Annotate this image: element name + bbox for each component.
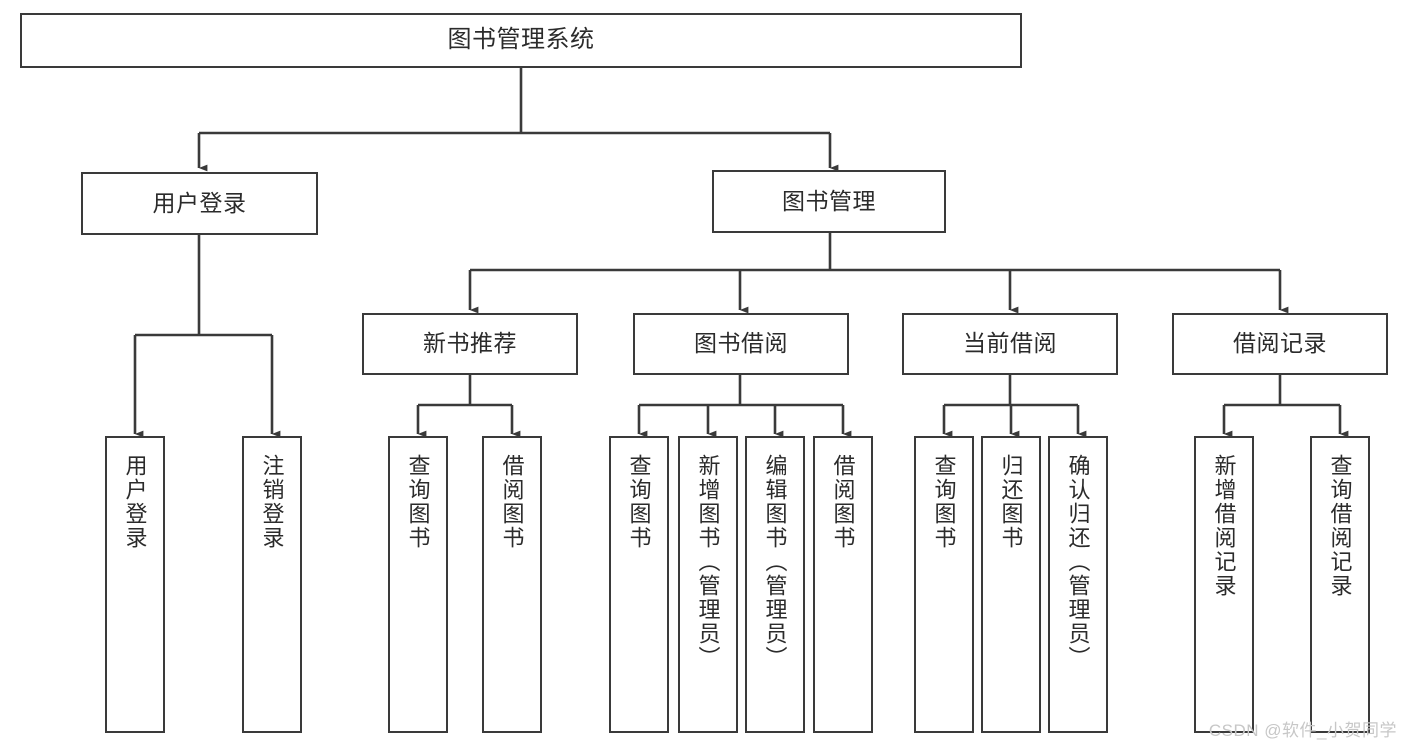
node-borrow-record-label: 借阅记录: [1233, 330, 1327, 357]
leaf-book-borrow-0[interactable]: 查询图书: [609, 436, 669, 733]
node-current-borrow[interactable]: 当前借阅: [902, 313, 1118, 375]
node-new-book-recommend[interactable]: 新书推荐: [362, 313, 578, 375]
leaf-book-borrow-2[interactable]: 编辑图书（管理员）: [745, 436, 805, 733]
node-current-borrow-label: 当前借阅: [963, 330, 1057, 357]
leaf-label: 查询借阅记录: [1327, 454, 1353, 598]
leaf-label: 用户登录: [122, 454, 148, 550]
leaf-book-borrow-3[interactable]: 借阅图书: [813, 436, 873, 733]
leaf-label: 新增借阅记录: [1211, 454, 1237, 598]
node-book-manage-label: 图书管理: [782, 187, 876, 214]
node-new-book-recommend-label: 新书推荐: [423, 330, 517, 357]
leaf-new-book-rec-0[interactable]: 查询图书: [388, 436, 448, 733]
leaf-label: 查询图书: [626, 454, 652, 550]
node-user-login-label: 用户登录: [152, 189, 247, 216]
node-book-borrow[interactable]: 图书借阅: [633, 313, 849, 375]
leaf-current-borrow-0[interactable]: 查询图书: [914, 436, 974, 733]
leaf-current-borrow-1[interactable]: 归还图书: [981, 436, 1041, 733]
leaf-label: 借阅图书: [830, 454, 856, 550]
node-book-manage[interactable]: 图书管理: [712, 170, 946, 233]
leaf-new-book-rec-1[interactable]: 借阅图书: [482, 436, 542, 733]
leaf-borrow-record-1[interactable]: 查询借阅记录: [1310, 436, 1370, 733]
leaf-borrow-record-0[interactable]: 新增借阅记录: [1194, 436, 1254, 733]
leaf-current-borrow-2[interactable]: 确认归还（管理员）: [1048, 436, 1108, 733]
leaf-label: 查询图书: [405, 454, 431, 550]
leaf-label: 编辑图书（管理员）: [762, 454, 788, 670]
node-borrow-record[interactable]: 借阅记录: [1172, 313, 1388, 375]
leaf-label: 查询图书: [931, 454, 957, 550]
leaf-label: 新增图书（管理员）: [695, 454, 721, 670]
leaf-label: 借阅图书: [499, 454, 525, 550]
leaf-book-borrow-1[interactable]: 新增图书（管理员）: [678, 436, 738, 733]
node-book-borrow-label: 图书借阅: [694, 330, 788, 357]
node-root-label: 图书管理系统: [447, 26, 595, 54]
node-root[interactable]: 图书管理系统: [20, 13, 1022, 68]
watermark: CSDN @软件_小贺同学: [1208, 721, 1397, 740]
leaf-label: 确认归还（管理员）: [1065, 454, 1091, 670]
leaf-label: 注销登录: [259, 454, 285, 550]
node-user-login[interactable]: 用户登录: [81, 172, 318, 235]
leaf-user-login-1[interactable]: 注销登录: [242, 436, 302, 733]
leaf-label: 归还图书: [998, 454, 1024, 550]
leaf-user-login-0[interactable]: 用户登录: [105, 436, 165, 733]
